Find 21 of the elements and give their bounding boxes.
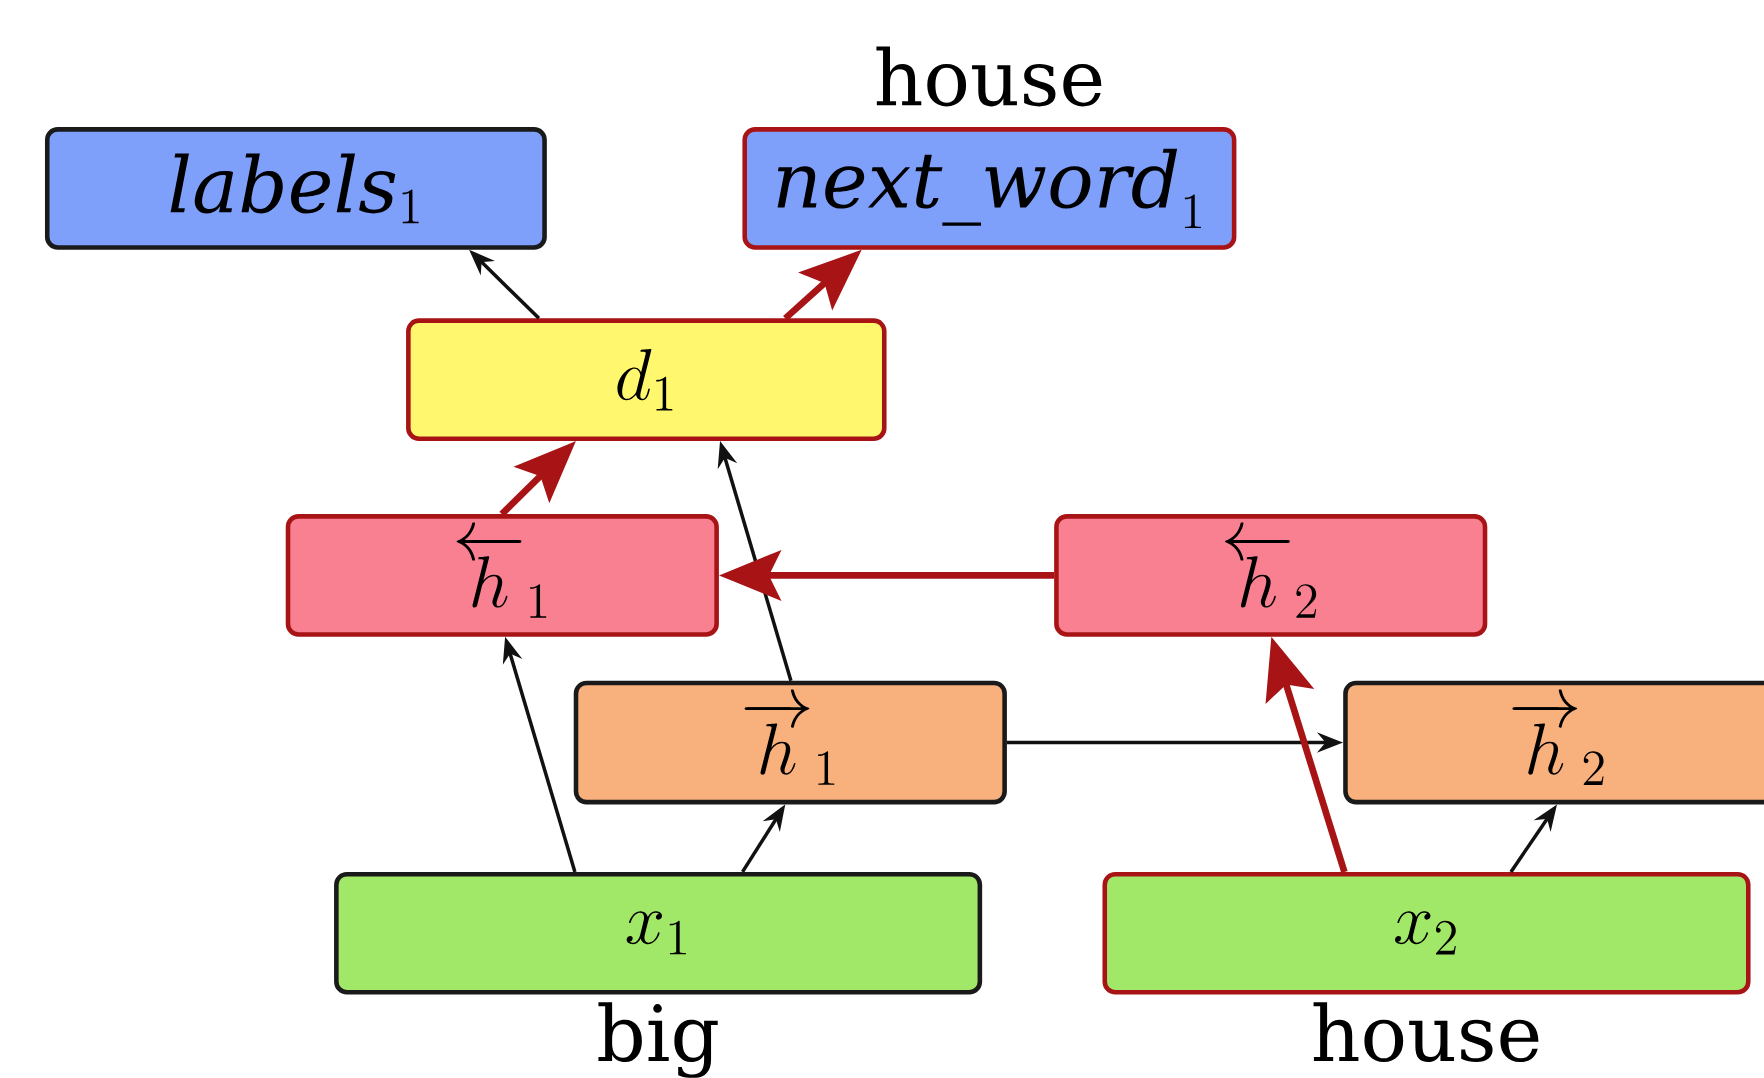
backward-state-box (285, 514, 719, 637)
backward-state-box (1054, 514, 1488, 637)
output-box (44, 127, 547, 250)
forward-state-box (1343, 680, 1764, 805)
forward-state-box (573, 680, 1007, 805)
node-label: $\overrightarrow{h}_2$ (1512, 689, 1604, 786)
node-label: $\mathit{labels}_1$ (170, 153, 419, 224)
word-label: big (598, 1002, 718, 1078)
node-label: $\mathit{next\_word}_1$ (777, 148, 1201, 229)
dense-layer-box (406, 318, 887, 442)
node-label: $x_1$ (626, 911, 686, 955)
node-label: $d_1$ (617, 349, 673, 411)
output-box (742, 127, 1237, 250)
node-label: $\overrightarrow{h}_1$ (744, 689, 835, 786)
input-box (1102, 872, 1751, 995)
node-label: $\overleftarrow{h}_2$ (1225, 522, 1317, 618)
node-label: $\overleftarrow{h}_1$ (456, 522, 547, 618)
word-label: house (876, 46, 1102, 107)
node-label: $x_2$ (1395, 911, 1456, 955)
input-box (334, 872, 983, 995)
word-label: house (1313, 1002, 1539, 1063)
